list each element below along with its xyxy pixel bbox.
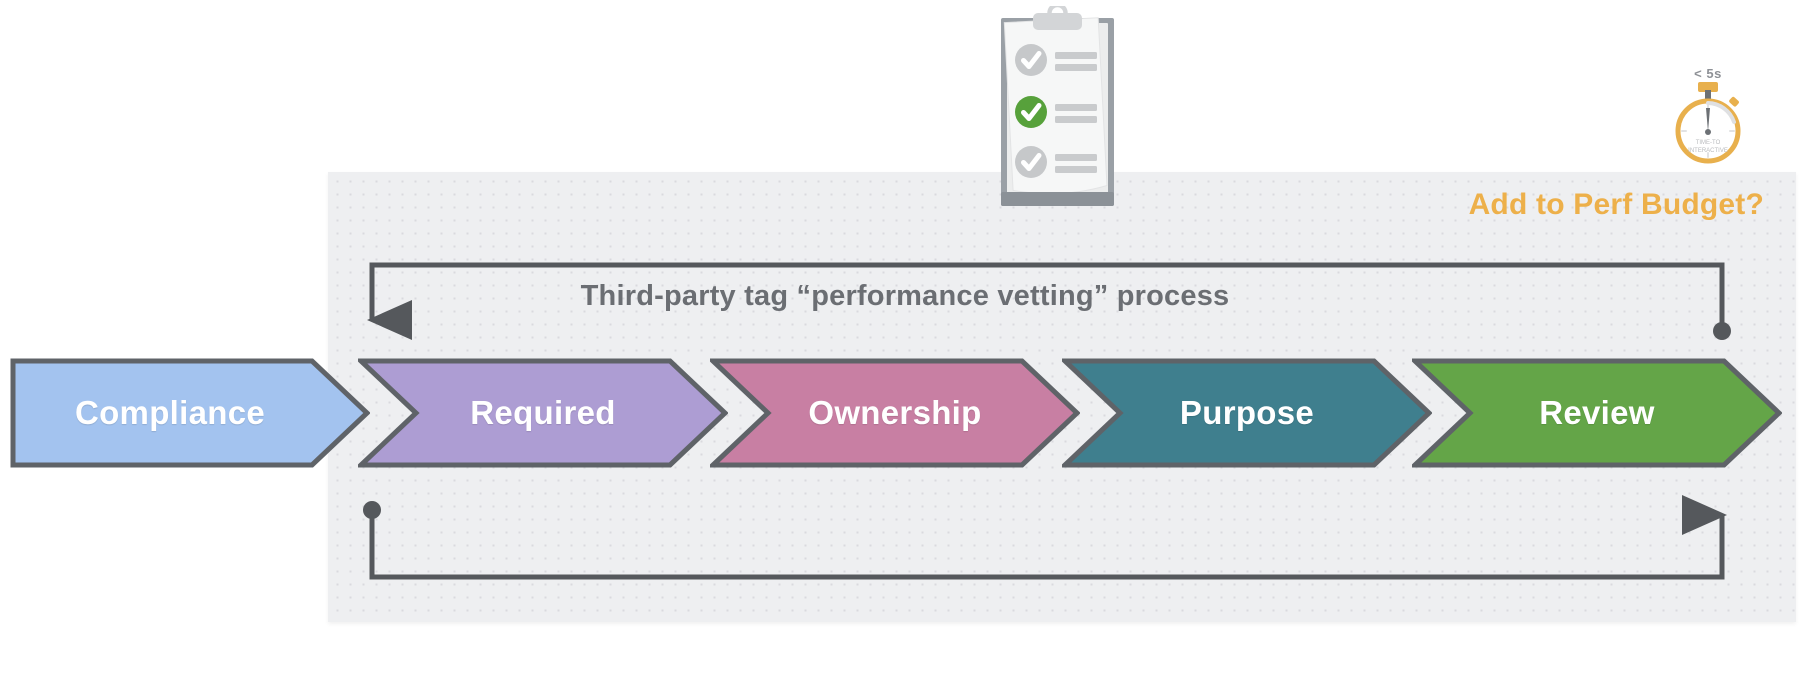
stage-chevron-review[interactable]: Review: [1412, 358, 1782, 468]
stage-chevron-ownership[interactable]: Ownership: [710, 358, 1080, 468]
stage-chevron-required[interactable]: Required: [358, 358, 728, 468]
compliance-chevron-shape: [10, 358, 370, 468]
stopwatch-dial-line-1: TIME-TO: [1696, 140, 1721, 146]
clipboard-icon: [1001, 2, 1114, 206]
perf-budget-label: Add to Perf Budget?: [1468, 188, 1764, 221]
stopwatch-illustration: < 5s TIME-TO INTERACTIVE: [1662, 66, 1754, 166]
purpose-chevron-shape: [1062, 358, 1432, 468]
clipboard-item-2: [1015, 96, 1097, 128]
stopwatch-icon: TIME-TO INTERACTIVE: [1675, 82, 1741, 164]
stage-chevron-row: Compliance Required Ownership Purpose: [0, 358, 1810, 473]
process-title: Third-party tag “performance vetting” pr…: [580, 280, 1230, 312]
required-chevron-shape: [358, 358, 728, 468]
clipboard-item-3: [1015, 146, 1097, 178]
review-chevron-shape: [1412, 358, 1782, 468]
clipboard-illustration: [985, 2, 1130, 218]
ownership-chevron-shape: [710, 358, 1080, 468]
stopwatch-dial-line-2: INTERACTIVE: [1688, 148, 1728, 154]
stage-chevron-purpose[interactable]: Purpose: [1062, 358, 1432, 468]
stage-chevron-compliance[interactable]: Compliance: [10, 358, 370, 468]
clipboard-item-1: [1015, 44, 1097, 76]
stopwatch-caption: < 5s: [1694, 66, 1722, 81]
